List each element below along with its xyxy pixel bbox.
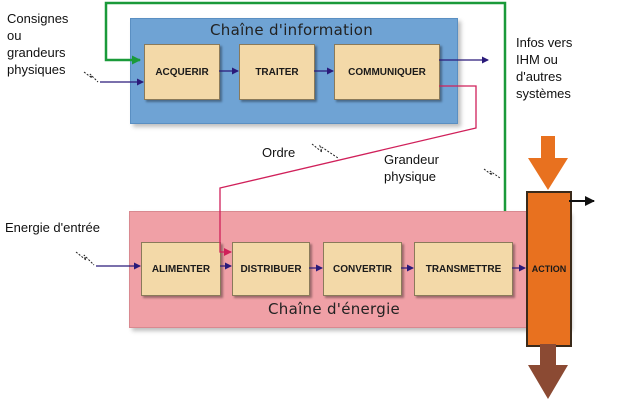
action-input-arrow — [528, 136, 568, 190]
information-chain-title: Chaîne d'information — [210, 21, 374, 39]
block-acquerir: ACQUERIR — [144, 44, 220, 100]
energy-chain-title: Chaîne d'énergie — [268, 300, 401, 318]
label-grandeur-physique: Grandeur physique — [384, 152, 439, 184]
block-traiter: TRAITER — [239, 44, 315, 100]
block-distribuer: DISTRIBUER — [232, 242, 310, 296]
order-zigzag — [311, 143, 339, 159]
action-block: ACTION — [526, 191, 572, 347]
block-convertir: CONVERTIR — [323, 242, 402, 296]
action-bottom-arrow — [528, 344, 568, 399]
label-infos-ihm: Infos vers IHM ou d'autres systèmes — [516, 35, 573, 101]
label-energie-entree: Energie d'entrée — [5, 220, 100, 235]
grandeur-zigzag — [483, 168, 501, 179]
block-communiquer: COMMUNIQUER — [334, 44, 440, 100]
label-ordre: Ordre — [262, 145, 296, 160]
block-transmettre: TRANSMETTRE — [414, 242, 513, 296]
energy-input-zigzag — [75, 251, 95, 266]
block-alimenter: ALIMENTER — [141, 242, 221, 296]
input-zigzag-consignes — [83, 71, 99, 83]
label-consignes: Consignes ou grandeurs physiques — [7, 11, 69, 77]
